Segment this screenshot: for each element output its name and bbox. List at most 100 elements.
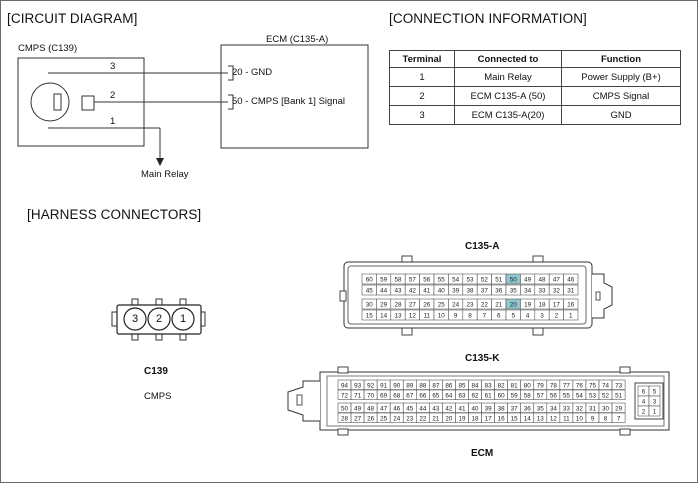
pin-number: 12 — [550, 415, 558, 422]
cmps-hall-element — [81, 95, 95, 111]
pin-number: 10 — [438, 313, 446, 320]
pin-cell — [563, 284, 579, 296]
table-row: 1 Main Relay Power Supply (B+) — [389, 67, 681, 87]
pin-cell — [563, 273, 579, 285]
ecm-terminal-50 — [228, 94, 234, 110]
table-header-row: Terminal Connected to Function — [389, 50, 681, 68]
c139-pin-label: 1 — [179, 313, 187, 325]
pin-cell — [611, 412, 626, 423]
pin-number: 25 — [380, 415, 388, 422]
cmps-label: CMPS (C139) — [18, 43, 78, 54]
pin-number: 22 — [419, 415, 427, 422]
pin-number: 12 — [409, 313, 417, 320]
c139-connector-name: C139 — [144, 366, 168, 377]
c135a-connector-name: C135-A — [465, 241, 500, 252]
pin-number: 18 — [472, 415, 480, 422]
pin-number: 14 — [524, 415, 532, 422]
pin-number: 41 — [423, 288, 431, 295]
pin-number: 66 — [419, 392, 427, 399]
pin-number: 57 — [537, 392, 545, 399]
pin-number: 24 — [393, 415, 401, 422]
function-cell: GND — [561, 105, 681, 125]
c139-connector-desc: CMPS — [144, 391, 172, 402]
pin-number: 64 — [445, 392, 453, 399]
pin-number: 73 — [615, 382, 623, 389]
pin-number: 88 — [419, 382, 427, 389]
main-relay-label: Main Relay — [141, 169, 189, 180]
pin-number: 37 — [511, 405, 519, 412]
pin-number: 55 — [563, 392, 571, 399]
pin-number: 71 — [354, 392, 362, 399]
cmps-pin1-label: 1 — [110, 116, 116, 127]
pin-number: 23 — [406, 415, 414, 422]
pin-number: 3 — [540, 313, 544, 320]
pin-number: 59 — [511, 392, 519, 399]
pin-number: 26 — [367, 415, 375, 422]
pin-number: 59 — [380, 277, 388, 284]
terminal-cell: 2 — [389, 86, 455, 106]
pin-number: 46 — [567, 277, 575, 284]
pin-number: 60 — [366, 277, 374, 284]
pin-number: 33 — [538, 288, 546, 295]
pin-number: 52 — [602, 392, 610, 399]
pin-number: 61 — [485, 392, 493, 399]
pin-number: 45 — [366, 288, 374, 295]
column-header-function: Function — [561, 50, 681, 68]
column-header-terminal: Terminal — [389, 50, 455, 68]
pin-number: 47 — [553, 277, 561, 284]
pin-number: 44 — [419, 405, 427, 412]
pin-number: 21 — [432, 415, 440, 422]
pin-number: 15 — [366, 313, 374, 320]
pin-number: 77 — [563, 382, 571, 389]
pin-number: 68 — [393, 392, 401, 399]
pin-number: 1 — [653, 409, 657, 416]
c135k-connector-shape — [287, 366, 670, 436]
pin-number: 35 — [510, 288, 518, 295]
pin-number: 53 — [466, 277, 474, 284]
pin-number: 56 — [423, 277, 431, 284]
ecm-terminal-20 — [228, 65, 234, 81]
pin-number: 27 — [354, 415, 362, 422]
pin-number: 72 — [341, 392, 349, 399]
pin-number: 83 — [485, 382, 493, 389]
pin-number: 36 — [524, 405, 532, 412]
pin-number: 26 — [423, 302, 431, 309]
pin-number: 92 — [367, 382, 375, 389]
pin-number: 6 — [642, 389, 646, 396]
c135a-connector-shape — [339, 255, 613, 336]
pin-number: 79 — [537, 382, 545, 389]
pin-number: 21 — [495, 302, 503, 309]
pin-number: 49 — [354, 405, 362, 412]
cmps-sensor-symbol — [30, 82, 70, 122]
table-row: 3 ECM C135-A(20) GND — [389, 105, 681, 125]
pin-number: 47 — [380, 405, 388, 412]
c139-pin-label: 3 — [131, 313, 139, 325]
pin-number: 9 — [454, 313, 458, 320]
pin-number: 29 — [615, 405, 623, 412]
terminal-cell: 3 — [389, 105, 455, 125]
pin-number: 62 — [472, 392, 480, 399]
pin-number: 19 — [458, 415, 466, 422]
ecm-pin50-label: 50 - CMPS [Bank 1] Signal — [232, 96, 345, 107]
pin-number: 2 — [642, 409, 646, 416]
pin-number: 58 — [524, 392, 532, 399]
pin-number: 91 — [380, 382, 388, 389]
pin-number: 43 — [432, 405, 440, 412]
pin-number: 57 — [409, 277, 417, 284]
pin-number: 70 — [367, 392, 375, 399]
pin-number: 4 — [642, 399, 646, 406]
pin-number: 36 — [495, 288, 503, 295]
pin-number: 14 — [380, 313, 388, 320]
pin-cell — [563, 309, 579, 321]
pin-number: 42 — [409, 288, 417, 295]
pin-number: 13 — [394, 313, 402, 320]
pin-number: 43 — [394, 288, 402, 295]
pin-number: 39 — [485, 405, 493, 412]
pin-number: 9 — [591, 415, 595, 422]
pin-number: 28 — [341, 415, 349, 422]
pin-number: 11 — [424, 313, 431, 320]
pin-number: 8 — [468, 313, 472, 320]
c139-pin-label: 2 — [155, 313, 163, 325]
